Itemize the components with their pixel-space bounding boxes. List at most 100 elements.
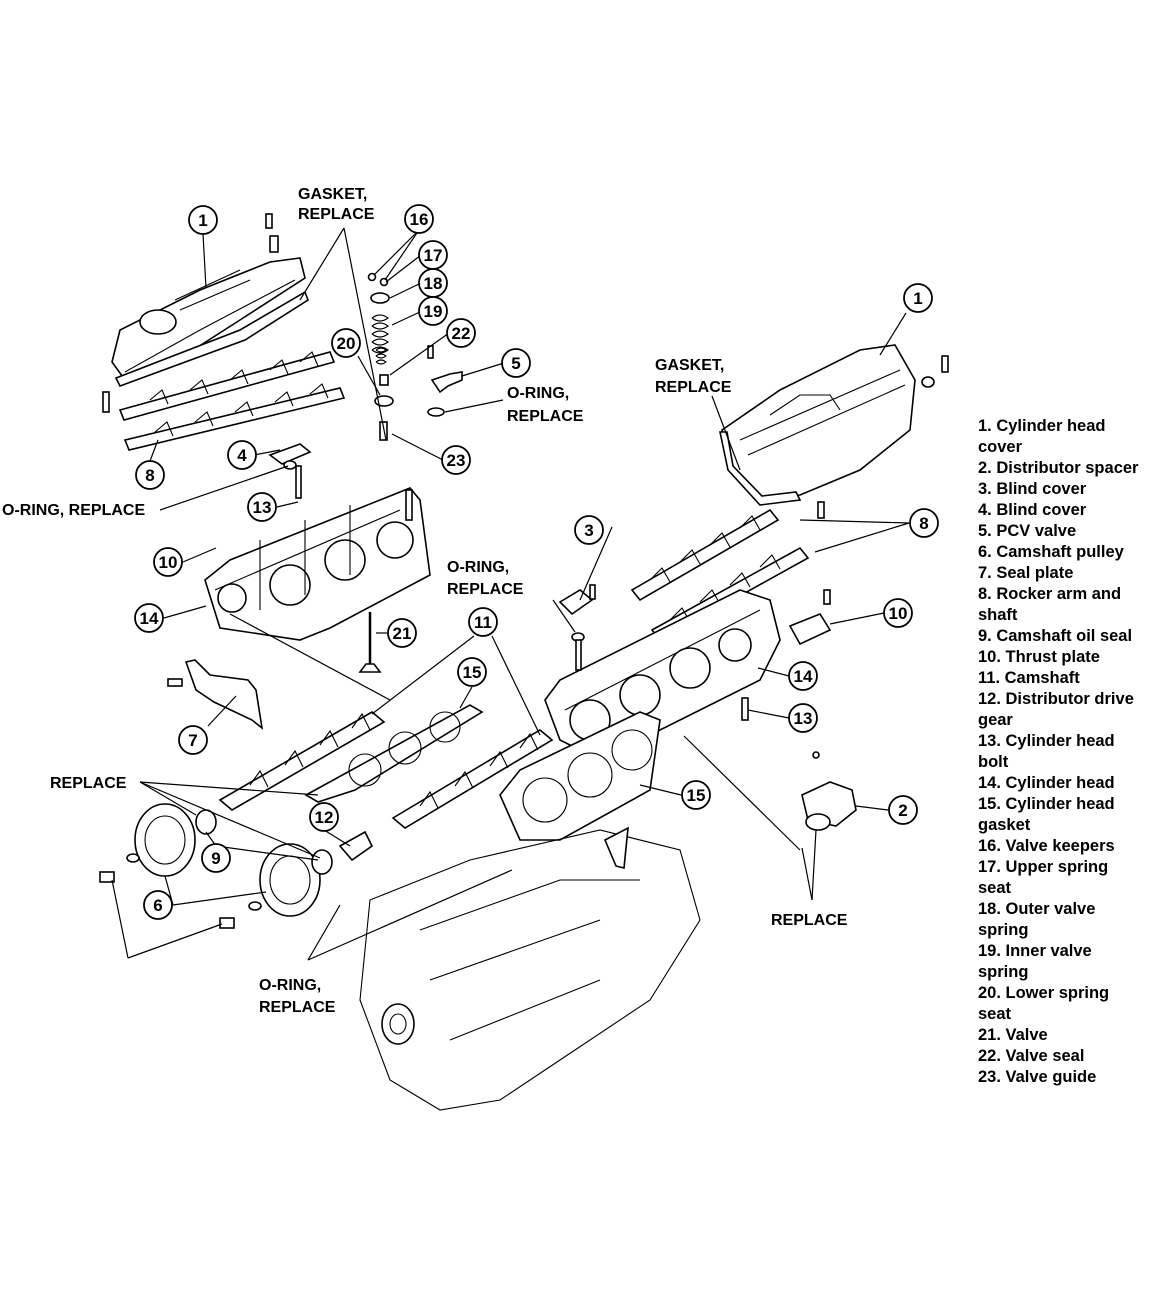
svg-text:10: 10 [159,553,178,572]
left-camshaft [218,711,386,811]
pcv-valve-5 [427,371,463,417]
right-camshaft [391,729,554,829]
legend-line: 11. Camshaft [978,669,1080,687]
svg-text:14: 14 [794,667,813,686]
right-cylinder-head-cover [719,344,949,506]
engine-block [359,826,701,1111]
svg-text:6: 6 [153,896,162,915]
distributor-drive-gear-12 [338,830,374,862]
callout-8-right: 8 [909,508,939,538]
legend-line: 1. Cylinder head [978,417,1106,435]
legend-line: gasket [978,816,1031,834]
label-replace-right: REPLACE [771,912,848,929]
legend-line: 13. Cylinder head [978,732,1115,750]
callout-14-right: 14 [788,661,818,691]
legend-line: 15. Cylinder head [978,795,1115,813]
svg-text:1: 1 [198,211,207,230]
svg-text:3: 3 [584,521,593,540]
svg-text:9: 9 [211,849,220,868]
svg-text:2: 2 [898,801,907,820]
svg-text:5: 5 [511,354,520,373]
label-oring-replace-left: O-RING, REPLACE [2,502,145,519]
legend-line: 23. Valve guide [978,1068,1097,1086]
svg-text:11: 11 [474,613,492,632]
callout-23: 23 [441,445,471,475]
callout-21: 21 [387,618,417,648]
camshaft-pulleys [99,803,333,929]
left-cylinder-head-cover [111,213,309,387]
svg-text:14: 14 [140,609,159,628]
legend-line: 7. Seal plate [978,564,1074,582]
label-gasket-replace-right: GASKET, [655,357,724,374]
legend-line: gear [978,711,1013,729]
seal-plate-7 [167,659,264,730]
right-head-gasket [499,711,661,841]
svg-text:8: 8 [145,466,154,485]
legend-line: cover [978,438,1023,456]
legend-line: 9. Camshaft oil seal [978,627,1133,645]
legend-line: 18. Outer valve [978,900,1096,918]
blind-cover-4 [268,443,312,470]
label-oring-replace-mid-2: REPLACE [447,581,524,598]
callout-13-right: 13 [788,703,818,733]
legend-line: 12. Distributor drive [978,690,1134,708]
svg-text:18: 18 [424,274,443,293]
callout-8-left: 8 [135,460,165,490]
left-rocker-arm-shaft [102,351,346,451]
legend-line: 8. Rocker arm and [978,585,1122,603]
callout-15-left: 15 [457,657,487,687]
svg-text:22: 22 [452,324,471,343]
left-head-gasket [304,704,484,803]
svg-text:15: 15 [463,663,482,682]
svg-text:13: 13 [253,498,272,517]
legend-line: 17. Upper spring [978,858,1109,876]
svg-text:16: 16 [410,210,429,229]
callout-10-left: 10 [153,547,183,577]
callout-19: 19 [418,296,448,326]
label-oring-pcv-2: REPLACE [507,408,584,425]
legend-line: 22. Valve seal [978,1047,1085,1065]
label-oring-replace-bottom-2: REPLACE [259,999,336,1016]
blind-cover-3 [558,584,596,642]
legend-line: 5. PCV valve [978,522,1077,540]
callout-20: 20 [331,328,361,358]
svg-text:21: 21 [393,624,412,643]
legend-line: shaft [978,606,1018,624]
callout-17: 17 [418,240,448,270]
svg-text:10: 10 [889,604,908,623]
label-replace-left: REPLACE [50,775,127,792]
valve-spring-stack [367,272,434,441]
left-cylinder-head [204,465,431,641]
svg-text:15: 15 [687,786,706,805]
callout-9: 9 [201,843,231,873]
label-gasket-replace-left-2: REPLACE [298,206,375,223]
legend-line: 21. Valve [978,1026,1048,1044]
legend-line: 16. Valve keepers [978,837,1115,855]
callout-10-right: 10 [883,598,913,628]
valve-21 [358,612,382,673]
legend-line: 14. Cylinder head [978,774,1115,792]
thrust-plate-10 [788,589,832,646]
legend-line: 3. Blind cover [978,480,1087,498]
callout-7: 7 [178,725,208,755]
legend-line: spring [978,963,1029,981]
legend-line: bolt [978,753,1009,771]
callout-22: 22 [446,318,476,348]
callout-14-left: 14 [134,603,164,633]
svg-text:13: 13 [794,709,813,728]
legend-line: 20. Lower spring [978,984,1110,1002]
label-oring-replace-bottom: O-RING, [259,977,321,994]
svg-text:7: 7 [188,731,197,750]
leader-lines [111,227,910,961]
callout-4: 4 [227,440,257,470]
label-gasket-replace-left: GASKET, [298,186,367,203]
svg-text:8: 8 [919,514,928,533]
svg-text:12: 12 [315,808,334,827]
callout-16: 16 [404,204,434,234]
svg-text:23: 23 [447,451,466,470]
callout-1-left: 1 [188,205,218,235]
callout-13-left: 13 [247,492,277,522]
legend-line: 19. Inner valve [978,942,1092,960]
legend-line: spring [978,921,1029,939]
